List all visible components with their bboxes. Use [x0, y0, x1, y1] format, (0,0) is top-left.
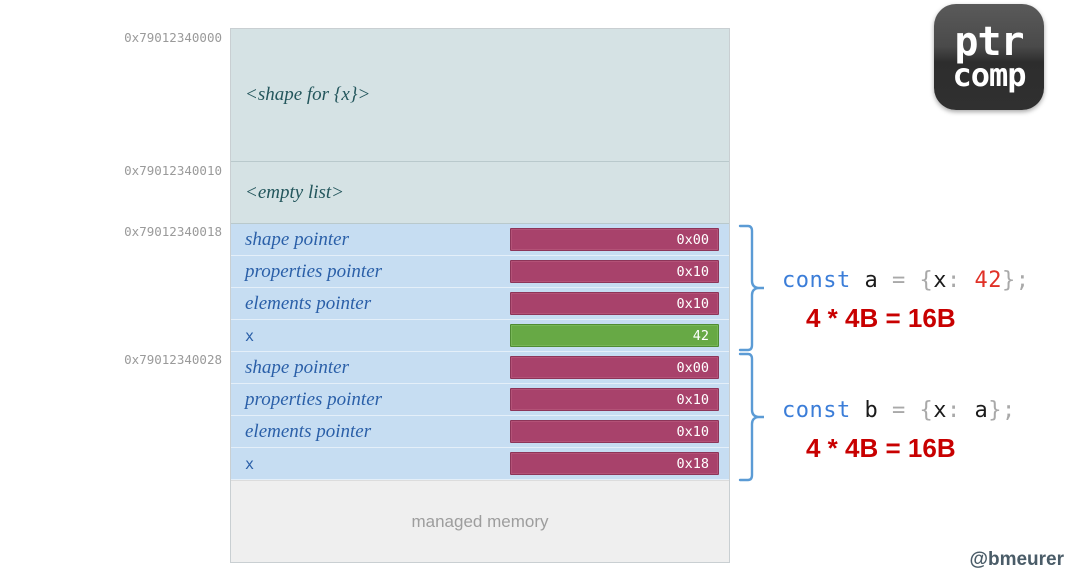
- size-calc-b: 4 * 4B = 16B: [806, 433, 956, 463]
- memory-value-bar: 0x10: [510, 388, 719, 411]
- size-calc-a: 4 * 4B = 16B: [806, 303, 956, 333]
- memory-row-label: elements pointer: [245, 292, 372, 314]
- memory-box: <shape for {x}> <empty list> shape point…: [230, 28, 730, 563]
- memory-row-label: shape pointer: [245, 356, 349, 378]
- memory-row-label: properties pointer: [245, 388, 383, 410]
- memory-row: elements pointer 0x10: [231, 416, 729, 448]
- memory-address-label: 0x79012340028: [124, 352, 222, 367]
- code-brace-open-a: {: [919, 268, 934, 293]
- address-column: 0x79012340000 0x79012340010 0x79012340018 0…: [70, 0, 222, 583]
- memory-row: x 42: [231, 320, 729, 352]
- code-brace-close-a: };: [1001, 268, 1030, 293]
- memory-block-shape: <shape for {x}>: [231, 29, 729, 162]
- code-keyword-a: const: [782, 268, 851, 293]
- code-keyword-b: const: [782, 398, 851, 423]
- memory-value-bar: 42: [510, 324, 719, 347]
- brace-object-b: [738, 352, 764, 482]
- code-line-b: const b = {x: a};: [782, 398, 1016, 423]
- memory-row: shape pointer 0x00: [231, 224, 729, 256]
- annotation-object-b: const b = {x: a}; 4 * 4B = 16B: [782, 398, 1016, 464]
- code-value-a: 42: [974, 268, 1002, 293]
- logo-line-1: ptr: [954, 18, 1024, 65]
- memory-value-bar: 0x10: [510, 260, 719, 283]
- managed-memory-label: managed memory: [411, 511, 549, 531]
- code-property-a: x: [933, 268, 947, 293]
- memory-row: x 0x18: [231, 448, 729, 480]
- code-property-b: x: [933, 398, 947, 423]
- memory-value-bar: 0x00: [510, 356, 719, 379]
- brace-object-a: [738, 224, 764, 352]
- memory-address-label: 0x79012340000: [124, 30, 222, 45]
- memory-row-label: shape pointer: [245, 228, 349, 250]
- author-handle: @bmeurer: [969, 549, 1064, 570]
- code-identifier-a: a: [864, 268, 879, 293]
- memory-row-label: elements pointer: [245, 420, 372, 442]
- memory-row-label: x: [245, 326, 255, 345]
- memory-block-empty-list: <empty list>: [231, 162, 729, 224]
- ptr-comp-logo: ptr comp: [934, 4, 1044, 110]
- logo-line-2: comp: [952, 55, 1026, 94]
- code-brace-close-b: };: [988, 398, 1016, 423]
- memory-row-label: properties pointer: [245, 260, 383, 282]
- memory-row: elements pointer 0x10: [231, 288, 729, 320]
- annotation-object-a: const a = {x: 42}; 4 * 4B = 16B: [782, 268, 1029, 334]
- code-identifier-b: b: [864, 398, 879, 423]
- managed-memory-footer: managed memory: [231, 480, 729, 562]
- code-colon-b: :: [946, 398, 961, 423]
- code-value-b: a: [974, 398, 989, 423]
- code-line-a: const a = {x: 42};: [782, 268, 1029, 293]
- memory-row: properties pointer 0x10: [231, 384, 729, 416]
- memory-address-label: 0x79012340018: [124, 224, 222, 239]
- code-colon-a: :: [946, 268, 961, 293]
- code-equals-a: =: [891, 268, 906, 293]
- memory-block-shape-label: <shape for {x}>: [245, 84, 371, 105]
- memory-value-bar: 0x10: [510, 420, 719, 443]
- memory-row-label: x: [245, 454, 255, 473]
- memory-value-bar: 0x10: [510, 292, 719, 315]
- memory-value-bar: 0x00: [510, 228, 719, 251]
- code-brace-open-b: {: [919, 398, 934, 423]
- memory-value-bar: 0x18: [510, 452, 719, 475]
- memory-row: shape pointer 0x00: [231, 352, 729, 384]
- memory-row: properties pointer 0x10: [231, 256, 729, 288]
- code-equals-b: =: [891, 398, 906, 423]
- memory-address-label: 0x79012340010: [124, 163, 222, 178]
- memory-block-empty-list-label: <empty list>: [245, 181, 344, 203]
